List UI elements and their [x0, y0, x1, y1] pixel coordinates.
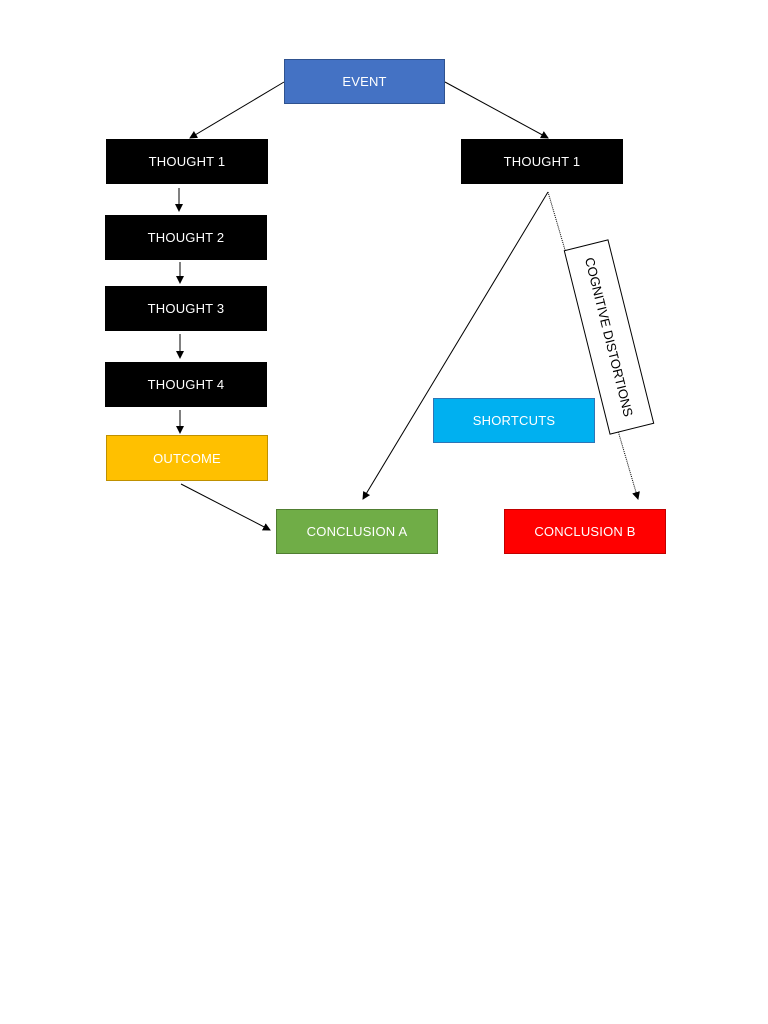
thought-3-node: THOUGHT 3 [105, 286, 267, 331]
event-label: EVENT [342, 74, 387, 89]
arrow-event-to-thought-left-1 [189, 81, 285, 139]
conclusion-a-label: CONCLUSION A [306, 524, 408, 539]
thought-2-label: THOUGHT 2 [147, 230, 225, 245]
thought-left-1-label: THOUGHT 1 [148, 154, 226, 169]
arrow-outcome-to-conclusion-a [180, 483, 271, 531]
arrow-thought-right-1-to-conclusion-a [362, 191, 549, 500]
event-node: EVENT [284, 59, 445, 104]
conclusion-b-label: CONCLUSION B [534, 524, 636, 539]
conclusion-b-node: CONCLUSION B [504, 509, 666, 554]
arrow-event-to-thought-right-1 [444, 81, 549, 139]
thought-left-1-node: THOUGHT 1 [106, 139, 268, 184]
thought-right-1-label: THOUGHT 1 [503, 154, 581, 169]
thought-4-label: THOUGHT 4 [147, 377, 225, 392]
outcome-node: OUTCOME [106, 435, 268, 481]
thought-4-node: THOUGHT 4 [105, 362, 267, 407]
conclusion-a-node: CONCLUSION A [276, 509, 438, 554]
thought-3-label: THOUGHT 3 [147, 301, 225, 316]
shortcuts-label: SHORTCUTS [472, 413, 556, 428]
arrow-thought-right-1-to-conclusion-b [547, 191, 640, 500]
shortcuts-node: SHORTCUTS [433, 398, 595, 443]
thought-2-node: THOUGHT 2 [105, 215, 267, 260]
outcome-label: OUTCOME [153, 450, 221, 466]
thought-right-1-node: THOUGHT 1 [461, 139, 623, 184]
